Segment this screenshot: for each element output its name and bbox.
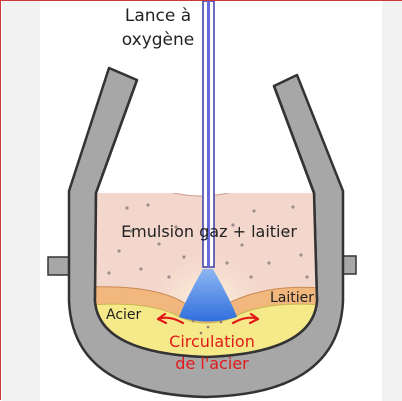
steel-bath bbox=[95, 303, 317, 357]
steel-droplets bbox=[191, 319, 223, 335]
oxygen-lance-core bbox=[207, 1, 210, 267]
oxygen-jet bbox=[179, 269, 237, 322]
vessel-contents bbox=[95, 193, 317, 357]
circulation-arrows bbox=[156, 312, 260, 325]
gas-bubbles bbox=[107, 203, 309, 279]
circulation-label-line2: de l'acier bbox=[175, 354, 249, 373]
right-margin-strip bbox=[382, 1, 402, 401]
vessel-inner-outline bbox=[93, 79, 319, 359]
circulation-label-line1: Circulation bbox=[169, 332, 255, 351]
left-margin-strip bbox=[2, 1, 40, 401]
steel-label: Acier bbox=[106, 307, 142, 323]
lance-label-line2: oxygène bbox=[122, 30, 194, 50]
slag-label: Laitier bbox=[270, 290, 314, 306]
left-trunnion bbox=[47, 256, 71, 276]
emulsion-label: Emulsion gaz + laitier bbox=[121, 222, 297, 241]
lance-label-line1: Lance à bbox=[125, 6, 191, 26]
